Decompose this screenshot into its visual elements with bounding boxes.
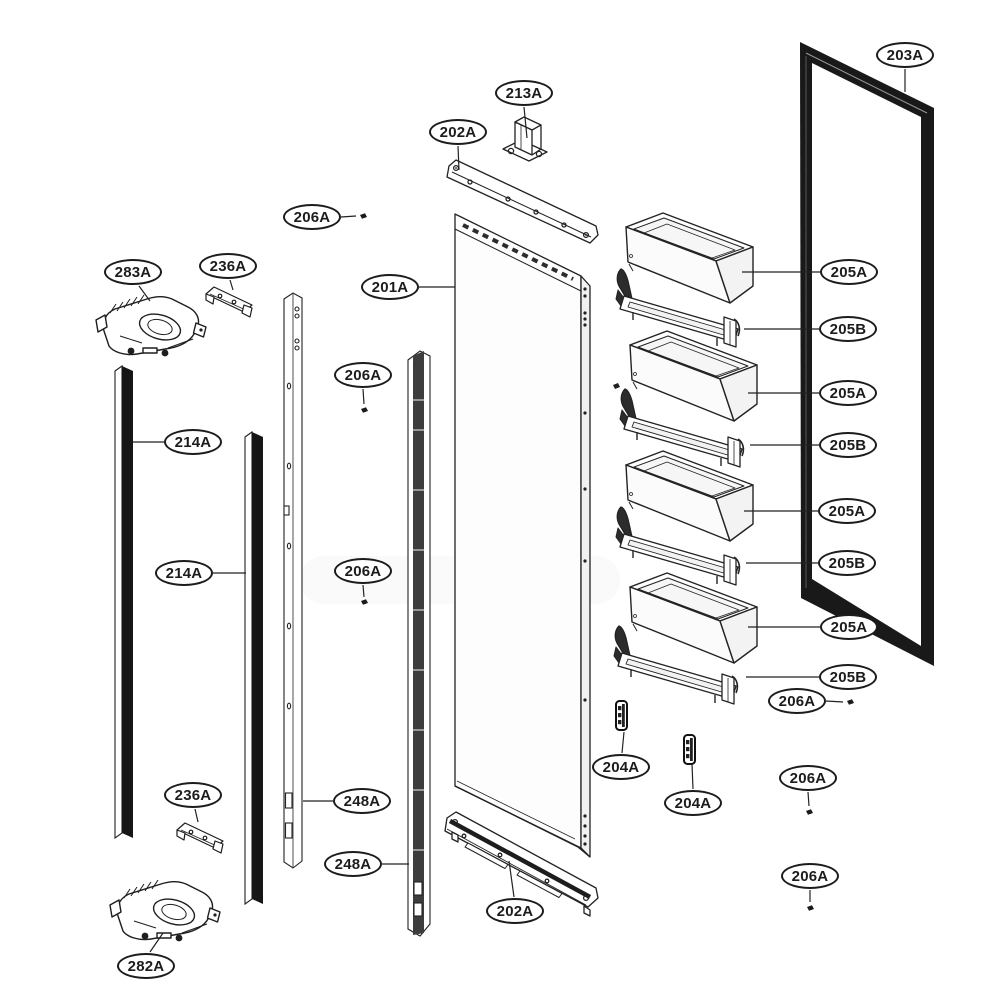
callout-205A: 205A <box>818 498 876 524</box>
callout-205B: 205B <box>819 316 877 342</box>
part-282A-hinge-bottom <box>109 879 221 943</box>
callout-206A: 206A <box>283 204 341 230</box>
callout-248A: 248A <box>324 851 382 877</box>
part-214A-trim-strip-right <box>244 430 263 906</box>
callout-leader-lines <box>133 69 906 953</box>
leader-line-206A <box>807 791 810 807</box>
leader-line-213A <box>523 106 528 139</box>
part-236A-bracket-top <box>205 286 253 318</box>
screw-icon <box>361 599 368 605</box>
part-248A-support-strip-right <box>407 350 431 937</box>
callout-204A: 204A <box>664 790 722 816</box>
part-202A-bottom-rail <box>444 811 599 917</box>
callout-283A: 283A <box>104 259 162 285</box>
screw-icon <box>807 905 814 911</box>
leader-line-204A <box>691 763 694 790</box>
callout-214A: 214A <box>164 429 222 455</box>
screw-icon <box>613 383 620 389</box>
callout-236A: 236A <box>164 782 222 808</box>
part-236A-bracket-bottom <box>176 822 224 854</box>
screw-icon <box>361 407 368 413</box>
leader-line-236A <box>194 808 199 823</box>
leader-line-236A <box>229 279 234 291</box>
callout-205B: 205B <box>818 550 876 576</box>
part-213A-hinge-support <box>502 116 548 162</box>
leader-line-282A <box>149 932 164 953</box>
leader-line-202A <box>508 860 515 898</box>
callout-205A: 205A <box>820 614 878 640</box>
callout-204A: 204A <box>592 754 650 780</box>
part-204A-clip-2 <box>683 734 696 765</box>
part-248A-support-strip-left <box>283 292 303 869</box>
callout-214A: 214A <box>155 560 213 586</box>
leader-line-206A <box>362 388 365 405</box>
part-205A-door-bin-4 <box>629 572 758 664</box>
callout-206A: 206A <box>334 362 392 388</box>
part-205A-door-bin-1 <box>625 212 754 304</box>
screw-icon <box>806 809 813 815</box>
callout-282A: 282A <box>117 953 175 979</box>
screw-icon <box>847 699 854 705</box>
part-283A-hinge-top <box>95 294 207 358</box>
leader-line-283A <box>138 285 151 302</box>
callout-205A: 205A <box>819 380 877 406</box>
leader-line-202A <box>457 145 460 171</box>
callout-203A: 203A <box>876 42 934 68</box>
part-201A-door-panel <box>454 213 591 858</box>
screw-icon <box>360 213 367 219</box>
part-204A-clip-1 <box>615 700 628 731</box>
callout-206A: 206A <box>768 688 826 714</box>
callout-202A: 202A <box>486 898 544 924</box>
callout-202A: 202A <box>429 119 487 145</box>
callout-206A: 206A <box>779 765 837 791</box>
leader-line-204A <box>621 731 625 754</box>
callout-213A: 213A <box>495 80 553 106</box>
callout-248A: 248A <box>333 788 391 814</box>
callout-205A: 205A <box>820 259 878 285</box>
leader-line-206A <box>825 700 844 703</box>
callout-206A: 206A <box>781 863 839 889</box>
part-214A-trim-strip-left <box>114 364 133 840</box>
callout-236A: 236A <box>199 253 257 279</box>
part-202A-top-rail <box>446 159 599 244</box>
callout-201A: 201A <box>361 274 419 300</box>
leader-line-206A <box>362 584 365 598</box>
callout-205B: 205B <box>819 664 877 690</box>
callout-205B: 205B <box>819 432 877 458</box>
leader-line-206A <box>340 215 357 218</box>
part-205A-door-bin-2 <box>629 330 758 422</box>
callout-206A: 206A <box>334 558 392 584</box>
